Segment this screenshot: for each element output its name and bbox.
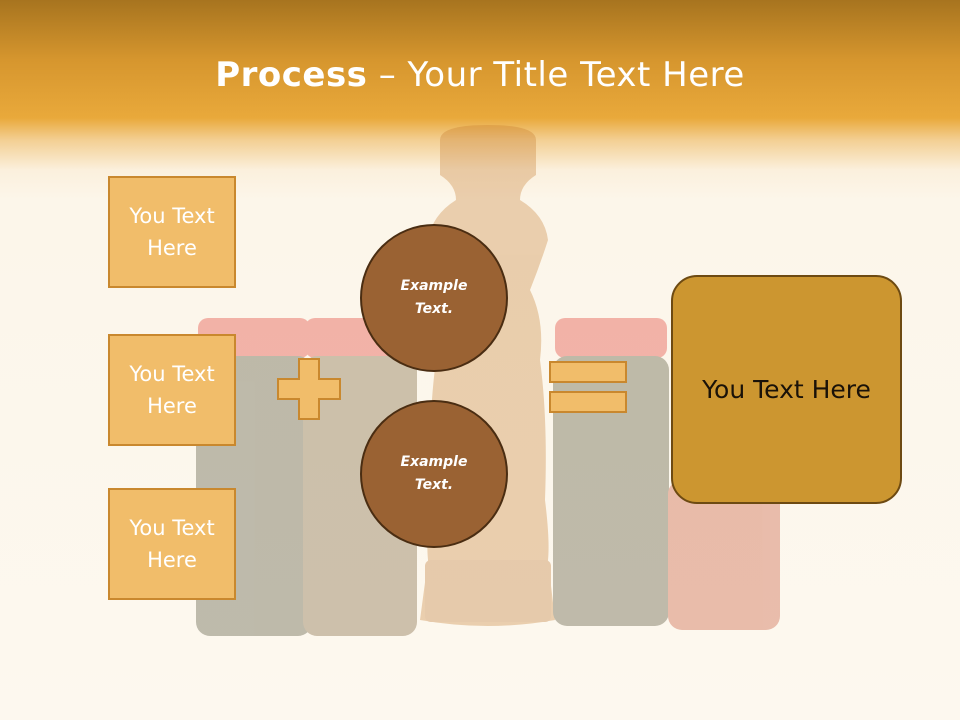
result-box: You Text Here xyxy=(671,275,902,504)
left-text-box-3: You Text Here xyxy=(108,488,236,600)
left-text-box-1: You Text Here xyxy=(108,176,236,288)
left-text-box-2: You Text Here xyxy=(108,334,236,446)
slide-title: Process – Your Title Text Here xyxy=(0,50,960,100)
plus-sign-icon xyxy=(277,358,341,420)
equals-sign-icon xyxy=(549,361,627,413)
example-circle-1: Example Text. xyxy=(360,224,508,372)
example-circle-2: Example Text. xyxy=(360,400,508,548)
title-bold: Process xyxy=(215,55,368,95)
title-rest: – Your Title Text Here xyxy=(367,55,745,95)
